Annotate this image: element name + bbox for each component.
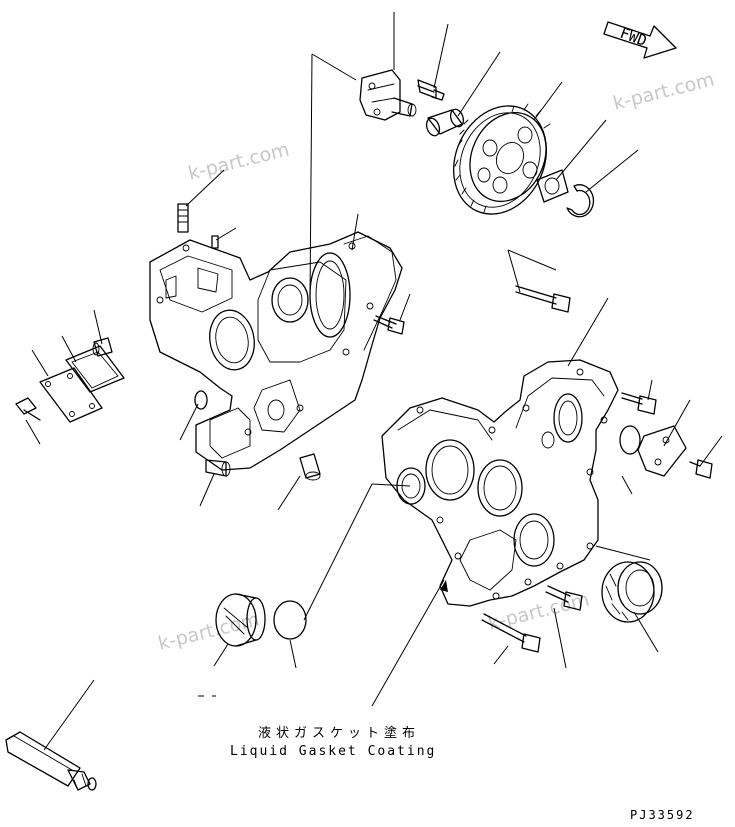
- plug-left: [205, 459, 231, 477]
- idler-bracket: [359, 69, 417, 121]
- cover-bolt-right: [621, 392, 657, 415]
- drain-plug: [215, 593, 266, 647]
- idler-bushing: [425, 108, 465, 137]
- drain-plug-o-ring: [273, 600, 307, 640]
- drawing-code: PJ33592: [630, 808, 695, 822]
- thrust-plate: [536, 169, 569, 203]
- access-cover-bolt: [689, 459, 713, 479]
- gear-case-housing: [149, 231, 403, 471]
- idler-gear: [452, 103, 551, 215]
- leader-lines: [25, 12, 723, 751]
- gasket-tube-icon: [5, 731, 97, 791]
- forward-arrow-icon: FWD: [603, 21, 677, 59]
- front-cover: [381, 359, 619, 607]
- cover-bolt-long: [481, 613, 541, 653]
- access-o-ring: [619, 425, 641, 455]
- watermark-4: k-part.com: [486, 588, 592, 634]
- housing-stud: [177, 203, 189, 233]
- cover-plate-bolt: [15, 397, 41, 421]
- cover-plate: [39, 367, 103, 423]
- housing-bolt: [373, 315, 405, 335]
- cover-bolt-lower: [545, 585, 583, 611]
- crank-oil-seal: [601, 561, 663, 623]
- housing-o-ring: [194, 390, 208, 410]
- plug-right: [299, 453, 321, 481]
- cover-bolt-top: [515, 285, 571, 313]
- cover-gasket: [65, 345, 125, 393]
- dowel-pin-top: [211, 235, 219, 249]
- snap-ring: [566, 184, 595, 218]
- access-cover: [637, 425, 687, 477]
- watermark-1: k-part.com: [186, 138, 292, 184]
- forward-label: FWD: [618, 24, 650, 50]
- watermark-2: k-part.com: [611, 68, 717, 114]
- note-english: Liquid Gasket Coating: [230, 744, 436, 759]
- watermark-3: k-part.com: [156, 608, 262, 654]
- note-japanese: 液状ガスケット塗布: [258, 725, 420, 741]
- bracket-bolt: [417, 79, 445, 101]
